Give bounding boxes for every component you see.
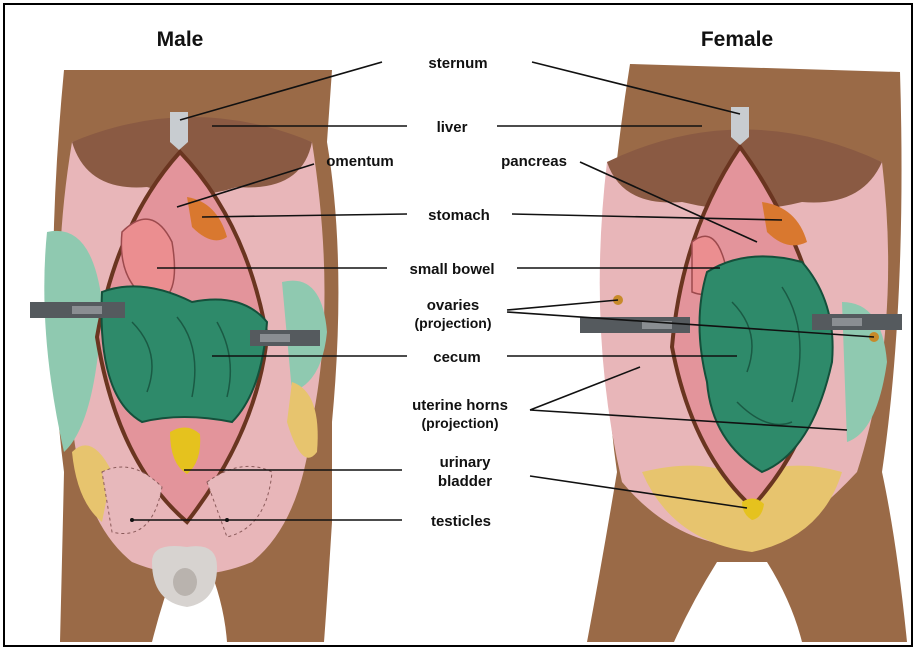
label-omentum: omentum bbox=[326, 153, 394, 170]
label-cecum: cecum bbox=[433, 349, 481, 366]
label-testicles: testicles bbox=[431, 513, 491, 530]
label-stomach: stomach bbox=[428, 207, 490, 224]
label-ovaries: ovaries bbox=[427, 297, 480, 314]
label-urinary: urinary bbox=[440, 454, 492, 471]
label-pancreas: pancreas bbox=[501, 153, 567, 170]
label-small-bowel: small bowel bbox=[409, 261, 494, 278]
male-title: Male bbox=[157, 28, 204, 51]
label-bladder: bladder bbox=[438, 473, 492, 490]
label-uterine-horns: uterine horns bbox=[412, 397, 508, 414]
female-title: Female bbox=[701, 28, 773, 51]
label-sternum: sternum bbox=[428, 55, 487, 72]
label-ovaries-note: (projection) bbox=[415, 315, 492, 331]
male-cecum bbox=[102, 286, 268, 422]
diagram-frame: Male Female sternum liver omentum pancre… bbox=[3, 3, 913, 647]
label-uterine-horns-note: (projection) bbox=[422, 415, 499, 431]
female-illustration bbox=[580, 64, 907, 642]
female-retractor-left bbox=[580, 317, 690, 333]
label-liver: liver bbox=[437, 119, 468, 136]
anatomy-diagram: Male Female sternum liver omentum pancre… bbox=[5, 5, 911, 645]
